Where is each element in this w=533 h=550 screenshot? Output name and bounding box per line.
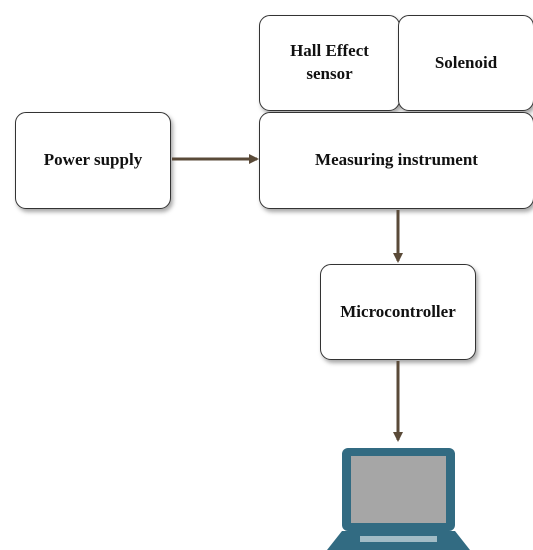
solenoid-label: Solenoid [434, 52, 498, 72]
measuring-instrument-box: Measuring instrument [259, 112, 533, 209]
hall-effect-sensor-label: Hall Effect sensor [290, 41, 369, 83]
microcontroller-label: Microcontroller [340, 301, 456, 321]
laptop-icon [327, 448, 470, 550]
microcontroller-box: Microcontroller [320, 264, 476, 360]
hall-effect-sensor-box: Hall Effect sensor [259, 15, 400, 111]
measuring-instrument-label: Measuring instrument [315, 150, 478, 170]
solenoid-box: Solenoid [398, 15, 533, 111]
power-supply-box: Power supply [15, 112, 171, 209]
power-supply-label: Power supply [43, 150, 143, 170]
